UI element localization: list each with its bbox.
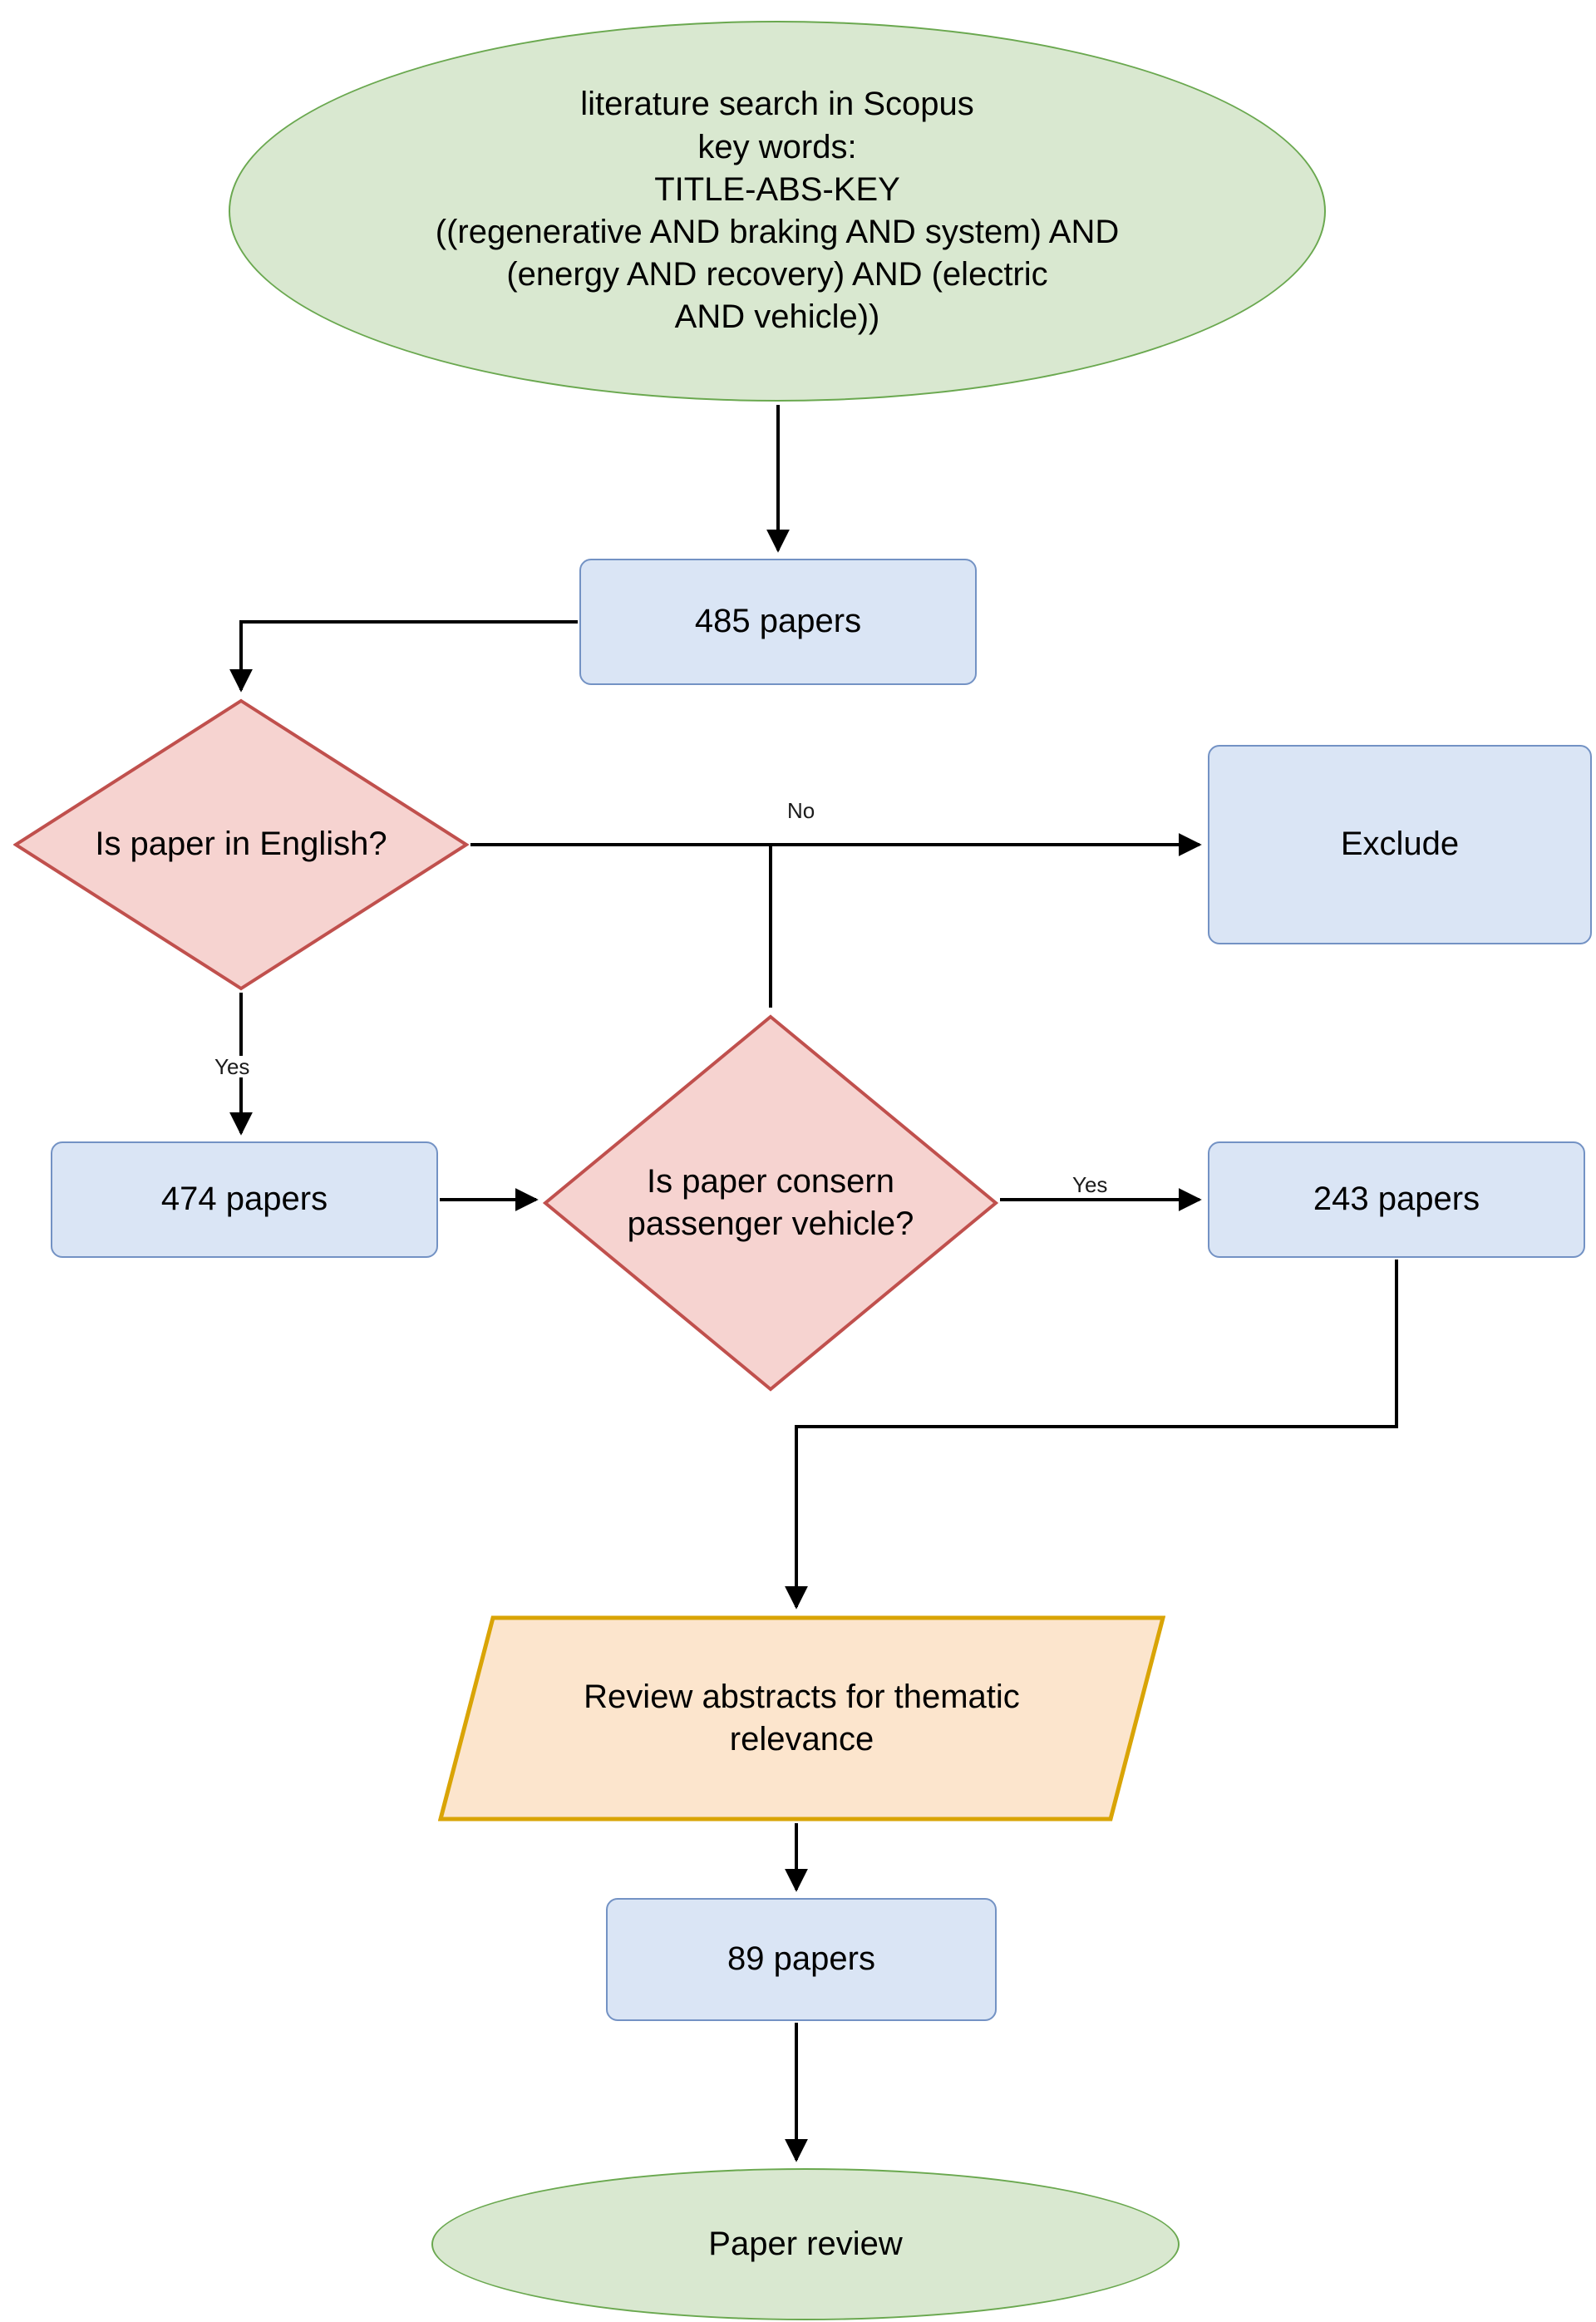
node-count-243-label: 243 papers <box>1313 1181 1480 1218</box>
node-count-89-papers[interactable]: 89 papers <box>606 1898 997 2021</box>
node-count-474-label: 474 papers <box>160 1181 328 1218</box>
node-start-literature-search[interactable]: literature search in Scopus key words: T… <box>229 21 1326 402</box>
node-count-243-papers[interactable]: 243 papers <box>1208 1141 1585 1258</box>
diamond-shape-language <box>13 698 469 991</box>
node-review-abstracts[interactable]: Review abstracts for thematic relevance <box>438 1615 1165 1822</box>
node-decision-vehicle-label: Is paper consern passenger vehicle? <box>627 1162 914 1242</box>
node-end-paper-review[interactable]: Paper review <box>431 2168 1180 2320</box>
node-exclude[interactable]: Exclude <box>1208 745 1592 944</box>
edge-485-to-language <box>229 620 578 693</box>
node-decision-passenger-vehicle[interactable]: Is paper consern passenger vehicle? <box>543 1014 998 1392</box>
node-start-label: literature search in Scopus key words: T… <box>435 86 1120 336</box>
node-decision-language-label: Is paper in English? <box>95 826 387 863</box>
edge-label-yes-vehicle: Yes <box>1068 1174 1112 1196</box>
parallelogram-shape-review <box>438 1615 1165 1822</box>
edge-label-no: No <box>783 800 820 821</box>
node-count-474-papers[interactable]: 474 papers <box>51 1141 438 1258</box>
node-count-89-label: 89 papers <box>727 1940 875 1978</box>
node-review-abstracts-label: Review abstracts for thematic relevance <box>584 1678 1020 1758</box>
node-count-485-label: 485 papers <box>694 603 862 640</box>
node-decision-is-paper-in-english[interactable]: Is paper in English? <box>13 698 469 991</box>
node-end-label: Paper review <box>708 2225 903 2262</box>
edge-label-yes-language: Yes <box>210 1056 254 1077</box>
node-exclude-label: Exclude <box>1340 826 1460 863</box>
node-count-485-papers[interactable]: 485 papers <box>579 559 977 685</box>
